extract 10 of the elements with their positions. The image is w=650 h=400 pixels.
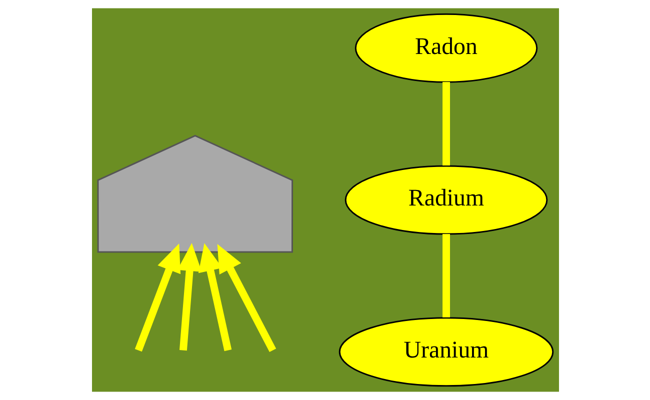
arrow [134,244,180,352]
connector [442,82,450,166]
arrow [198,243,232,352]
node-picture [96,134,293,253]
connector [442,234,450,318]
node-ellipse: Uranium [338,317,554,387]
node-ellipse: Radon [354,13,538,83]
arrow [216,244,276,352]
arrow [176,242,202,351]
node-ellipse: Radium [344,165,548,235]
